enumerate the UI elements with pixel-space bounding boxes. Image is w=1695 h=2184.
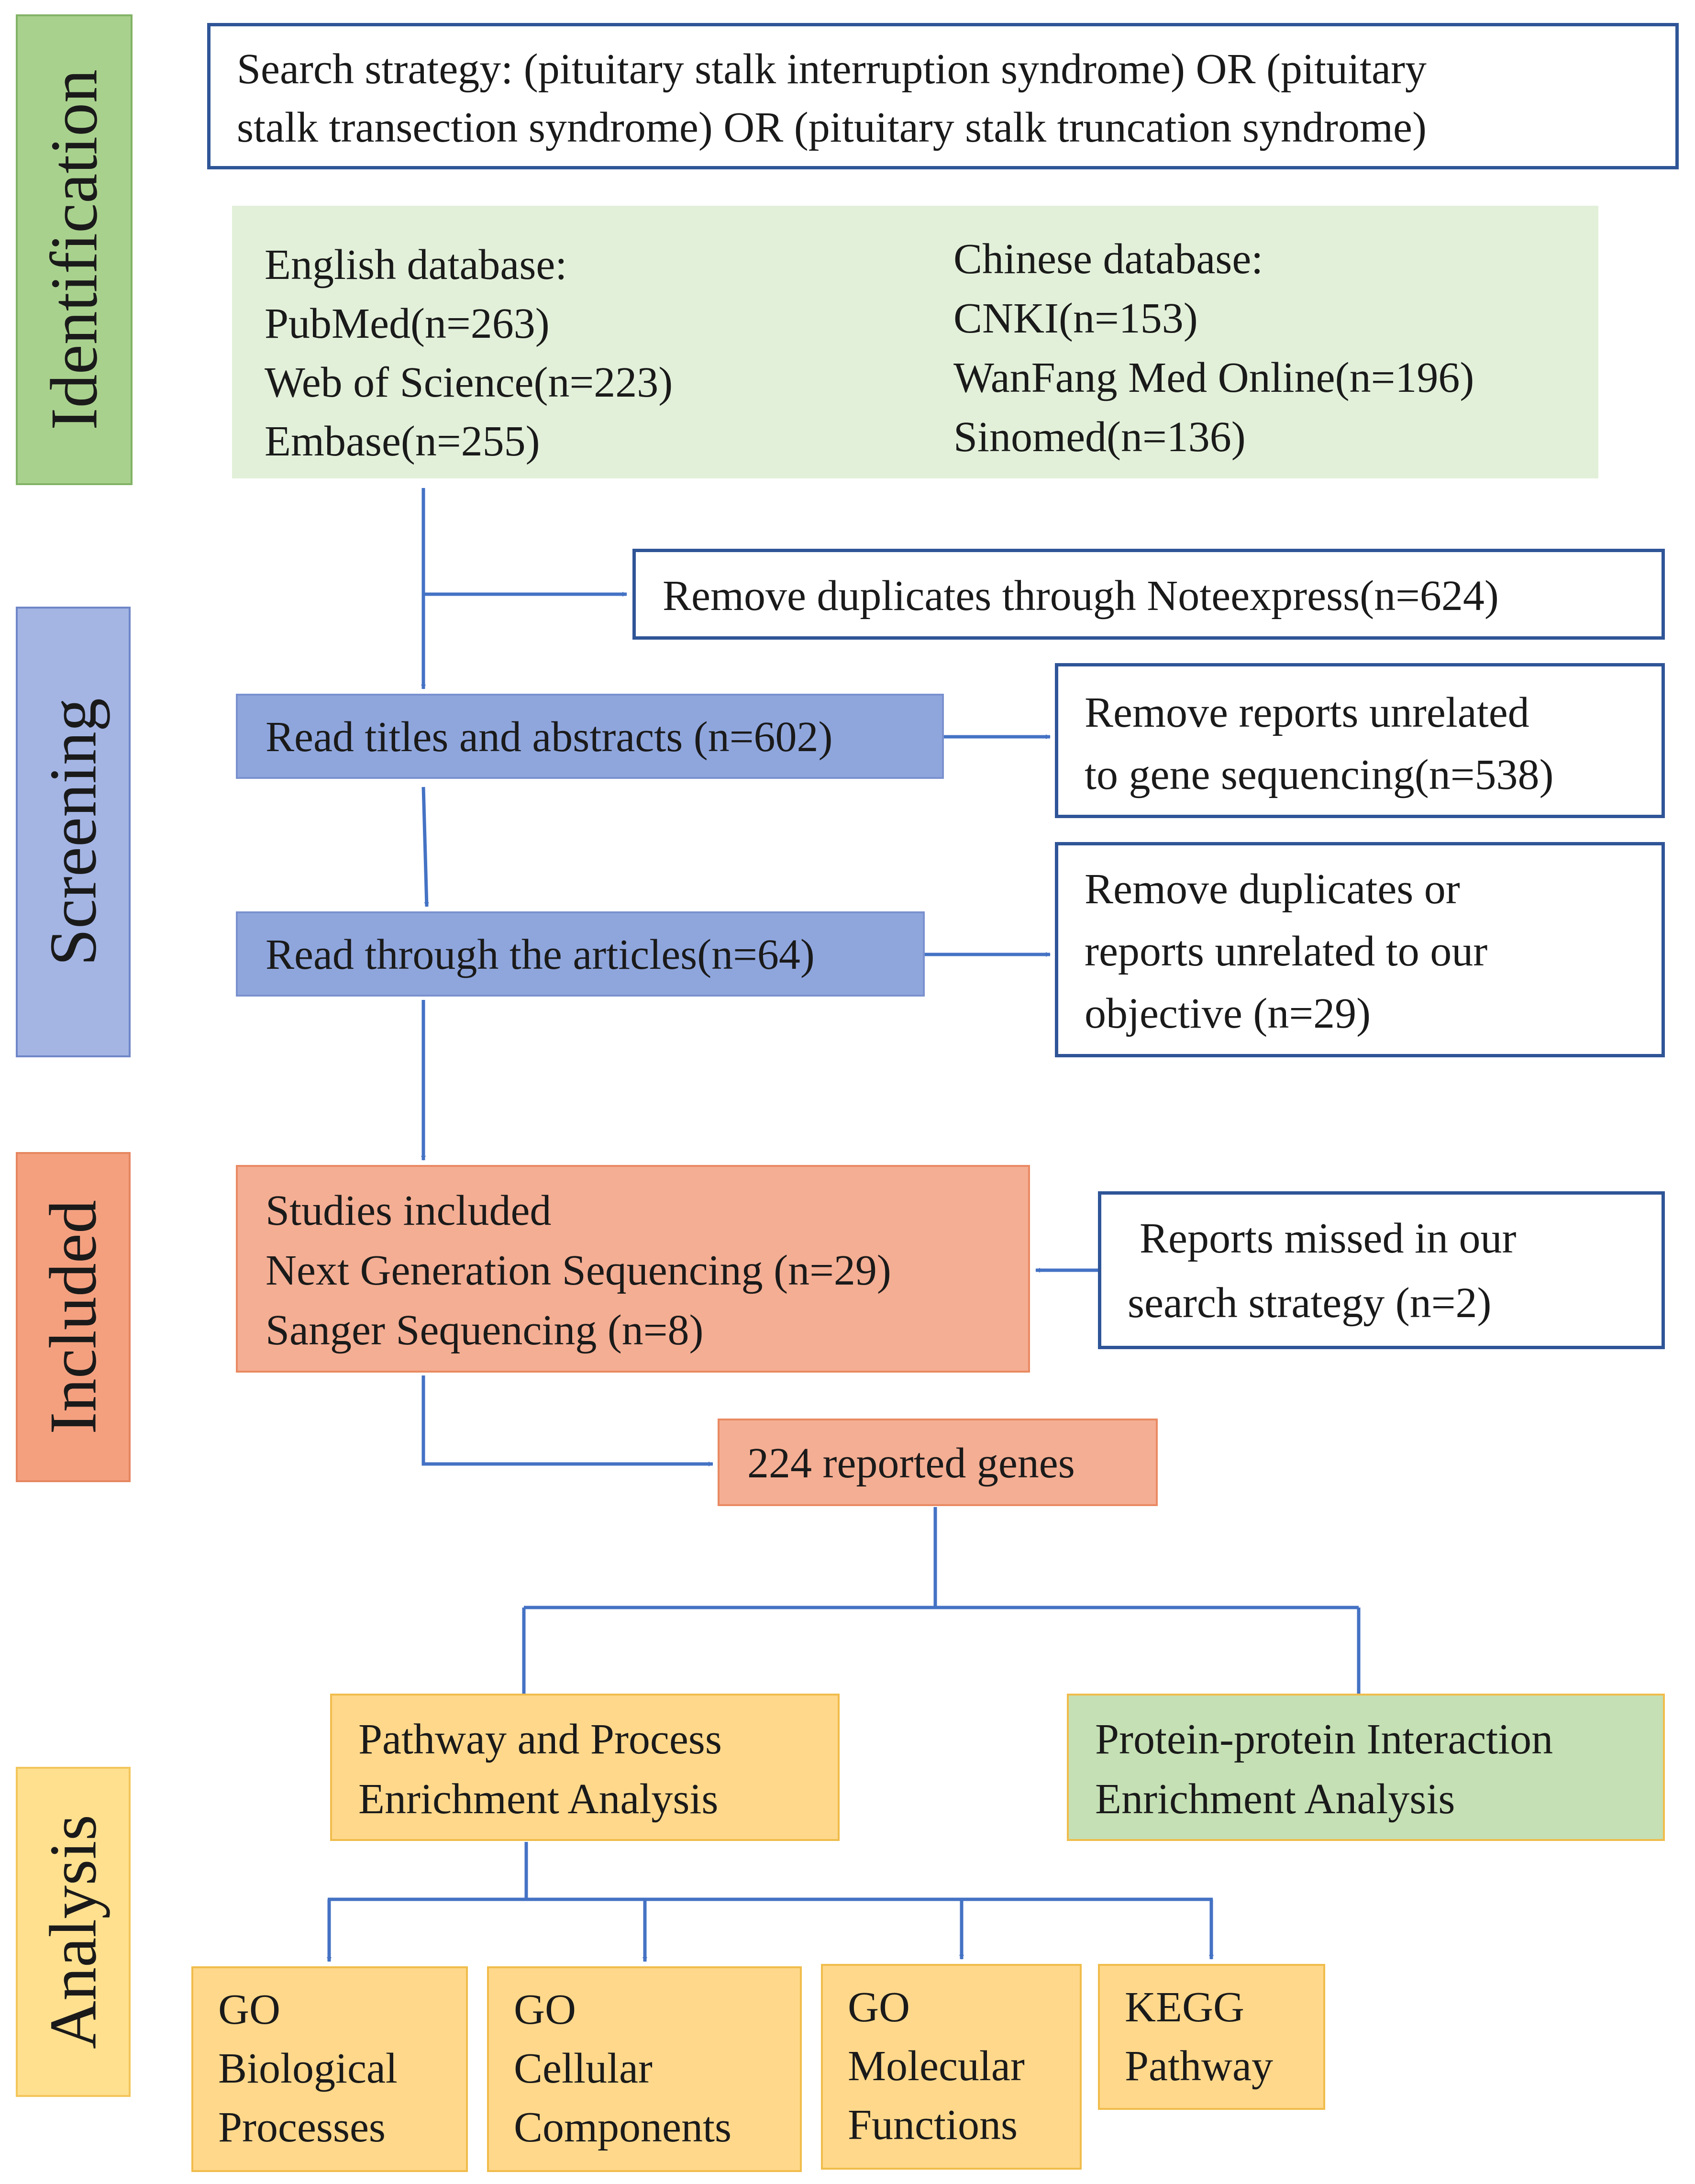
remove-duplicates-or-box: Remove duplicates or reports unrelated t… [1055,842,1665,1057]
read-titles-box: Read titles and abstracts (n=602) [236,694,944,779]
go-biological-line1: GO [218,1986,280,2033]
arrow-titles-to-articles [421,787,429,907]
studies-included-box: Studies included Next Generation Sequenc… [236,1165,1030,1373]
studies-included-line1: Studies included [266,1187,552,1234]
pathway-enrichment-line2: Enrichment Analysis [358,1775,719,1823]
english-database-item: PubMed(n=263) [265,300,550,347]
search-strategy-line2: stalk transection syndrome) OR (pituitar… [237,104,1427,151]
go-molecular-box: GO Molecular Functions [821,1964,1082,2170]
remove-duplicates-text: Remove duplicates through Noteexpress(n=… [663,572,1499,620]
stage-screening: Screening [16,607,131,1057]
reported-genes-box: 224 reported genes [718,1419,1158,1506]
reports-missed-line1: Reports missed in our [1140,1215,1517,1262]
remove-unrelated-box: Remove reports unrelated to gene sequenc… [1055,663,1665,818]
studies-included-line2: Next Generation Sequencing (n=29) [266,1247,891,1294]
stage-identification: Identification [16,14,133,485]
stage-analysis: Analysis [16,1767,131,2097]
ppi-enrichment-line2: Enrichment Analysis [1095,1775,1455,1823]
go-cellular-line1: GO [514,1986,576,2033]
read-titles-text: Read titles and abstracts (n=602) [266,713,833,761]
chinese-database-item: CNKI(n=153) [953,295,1198,342]
studies-included-line3: Sanger Sequencing (n=8) [266,1307,704,1354]
read-articles-text: Read through the articles(n=64) [266,931,815,978]
go-biological-line2: Biological [218,2045,398,2092]
go-biological-box: GO Biological Processes [191,1966,468,2172]
reports-missed-box: Reports missed in our search strategy (n… [1098,1191,1665,1349]
stage-included: Included [16,1152,131,1482]
go-cellular-box: GO Cellular Components [487,1966,802,2172]
kegg-pathway-line2: Pathway [1125,2042,1273,2090]
remove-unrelated-line1: Remove reports unrelated [1085,689,1529,736]
go-molecular-line3: Functions [848,2101,1018,2149]
pathway-enrichment-box: Pathway and Process Enrichment Analysis [330,1694,840,1841]
ppi-enrichment-box: Protein-protein Interaction Enrichment A… [1067,1694,1665,1841]
remove-duplicates-or-line2: reports unrelated to our [1085,928,1488,975]
remove-unrelated-line2: to gene sequencing(n=538) [1085,751,1554,798]
remove-duplicates-or-line1: Remove duplicates or [1085,865,1460,913]
chinese-database-heading: Chinese database: [953,235,1263,283]
arrow-studies-to-genes [421,1375,713,1466]
search-strategy-line1: Search strategy: (pituitary stalk interr… [237,45,1427,93]
database-box: English database: PubMed(n=263) Web of S… [232,206,1598,478]
search-strategy-box: Search strategy: (pituitary stalk interr… [207,23,1679,169]
go-molecular-line1: GO [848,1984,910,2031]
go-cellular-line2: Cellular [514,2045,653,2092]
kegg-pathway-line1: KEGG [1125,1984,1244,2031]
read-articles-box: Read through the articles(n=64) [236,911,925,997]
chinese-database-item: WanFang Med Online(n=196) [953,354,1474,401]
go-molecular-line2: Molecular [848,2042,1025,2090]
ppi-enrichment-line1: Protein-protein Interaction [1095,1716,1553,1763]
pathway-enrichment-line1: Pathway and Process [358,1716,722,1763]
reported-genes-text: 224 reported genes [747,1440,1075,1487]
english-database-item: Embase(n=255) [265,418,540,465]
go-cellular-line3: Components [514,2104,732,2151]
chinese-database-item: Sinomed(n=136) [953,413,1246,461]
remove-duplicates-or-line3: objective (n=29) [1085,990,1371,1037]
kegg-pathway-box: KEGG Pathway [1098,1964,1325,2110]
go-biological-line3: Processes [218,2104,386,2151]
reports-missed-line2: search strategy (n=2) [1128,1279,1492,1327]
remove-duplicates-box: Remove duplicates through Noteexpress(n=… [632,549,1665,640]
english-database-item: Web of Science(n=223) [265,359,673,406]
english-database-heading: English database: [265,241,567,288]
